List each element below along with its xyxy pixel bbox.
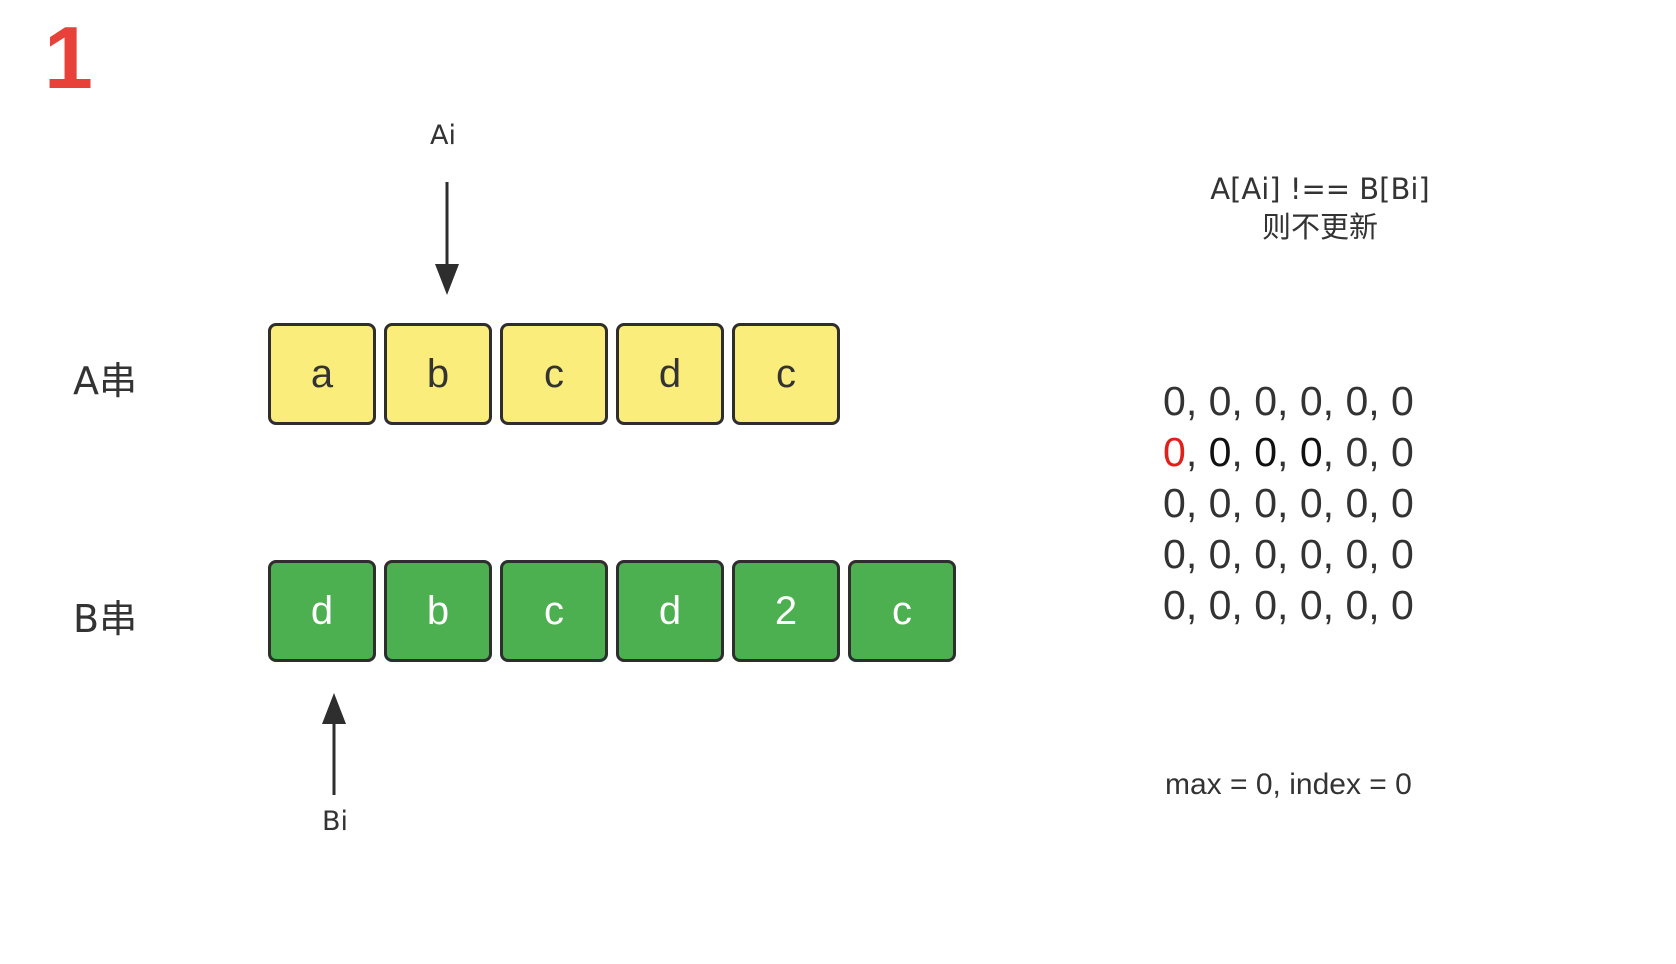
matrix-separator: , [1231, 429, 1255, 475]
matrix-row: 0, 0, 0, 0, 0, 0 [1163, 529, 1414, 580]
matrix-separator: , [1231, 582, 1255, 628]
matrix-cell: 0 [1254, 531, 1278, 577]
step-number: 1 [44, 8, 93, 107]
matrix-row: 0, 0, 0, 0, 0, 0 [1163, 427, 1414, 478]
matrix-row: 0, 0, 0, 0, 0, 0 [1163, 580, 1414, 631]
matrix-cell: 0 [1254, 429, 1278, 475]
matrix-separator: , [1368, 582, 1392, 628]
matrix-cell: 0 [1299, 531, 1323, 577]
matrix-separator: , [1368, 480, 1392, 526]
matrix-separator: , [1185, 480, 1209, 526]
note-condition: A[Ai] !== B[Bi] [1210, 172, 1430, 206]
matrix-cell: 0 [1391, 531, 1414, 577]
matrix-cell: 0 [1391, 429, 1414, 475]
matrix-separator: , [1322, 429, 1346, 475]
pointer-a-arrow [435, 182, 459, 295]
matrix-cell: 0 [1299, 480, 1323, 526]
matrix-cell: 0 [1254, 582, 1278, 628]
matrix-cell: 0 [1299, 378, 1323, 424]
matrix-cell: 0 [1345, 378, 1369, 424]
row-b-cell: b [384, 560, 492, 662]
pointer-a-label: Ai [430, 120, 456, 151]
matrix-row: 0, 0, 0, 0, 0, 0 [1163, 376, 1414, 427]
matrix-cell: 0 [1163, 429, 1186, 475]
matrix-separator: , [1322, 480, 1346, 526]
row-b-cell: c [848, 560, 956, 662]
row-b-cell: c [500, 560, 608, 662]
row-a-cell: b [384, 323, 492, 425]
matrix-cell: 0 [1345, 531, 1369, 577]
row-b-cell: 2 [732, 560, 840, 662]
matrix-separator: , [1277, 429, 1300, 475]
matrix-separator: , [1368, 378, 1392, 424]
matrix-separator: , [1322, 531, 1346, 577]
matrix-cell: 0 [1163, 582, 1186, 628]
matrix-cell: 0 [1345, 429, 1369, 475]
pointer-b-arrow [322, 693, 346, 795]
matrix-separator: , [1368, 531, 1392, 577]
note-result: 则不更新 [1261, 210, 1378, 244]
row-a-cell: c [732, 323, 840, 425]
matrix-cell: 0 [1345, 480, 1369, 526]
matrix-separator: , [1231, 480, 1255, 526]
row-b-cell: d [616, 560, 724, 662]
matrix-cell: 0 [1208, 582, 1232, 628]
matrix-cell: 0 [1299, 429, 1323, 475]
row-b-cell: d [268, 560, 376, 662]
matrix-cell: 0 [1345, 582, 1369, 628]
matrix-cell: 0 [1163, 531, 1186, 577]
matrix-cell: 0 [1391, 378, 1414, 424]
matrix-cell: 0 [1208, 531, 1232, 577]
max-index-summary: max = 0, index = 0 [1165, 768, 1412, 801]
comparison-note: A[Ai] !== B[Bi] 则不更新 [1150, 170, 1490, 246]
row-a-label: A串 [73, 359, 137, 403]
matrix-cell: 0 [1208, 378, 1232, 424]
matrix-separator: , [1231, 378, 1255, 424]
matrix-cell: 0 [1299, 582, 1323, 628]
row-a-cell: c [500, 323, 608, 425]
matrix-cell: 0 [1254, 378, 1278, 424]
matrix-separator: , [1277, 378, 1300, 424]
matrix-row: 0, 0, 0, 0, 0, 0 [1163, 478, 1414, 529]
matrix-separator: , [1277, 480, 1300, 526]
row-b-label: B串 [73, 597, 138, 641]
matrix-separator: , [1277, 531, 1300, 577]
matrix-separator: , [1368, 429, 1392, 475]
matrix-cell: 0 [1254, 480, 1278, 526]
matrix-separator: , [1231, 531, 1255, 577]
matrix-cell: 0 [1208, 480, 1232, 526]
matrix-separator: , [1322, 378, 1346, 424]
row-a-cell: a [268, 323, 376, 425]
matrix-separator: , [1185, 582, 1209, 628]
matrix-separator: , [1322, 582, 1346, 628]
matrix-separator: , [1277, 582, 1300, 628]
row-a-cell: d [616, 323, 724, 425]
matrix-separator: , [1185, 429, 1209, 475]
pointer-b-label: Bi [321, 806, 349, 837]
matrix-separator: , [1185, 378, 1209, 424]
matrix-cell: 0 [1208, 429, 1232, 475]
matrix-separator: , [1185, 531, 1209, 577]
matrix-cell: 0 [1391, 480, 1414, 526]
matrix-cell: 0 [1163, 480, 1186, 526]
matrix-cell: 0 [1391, 582, 1414, 628]
matrix-cell: 0 [1163, 378, 1186, 424]
